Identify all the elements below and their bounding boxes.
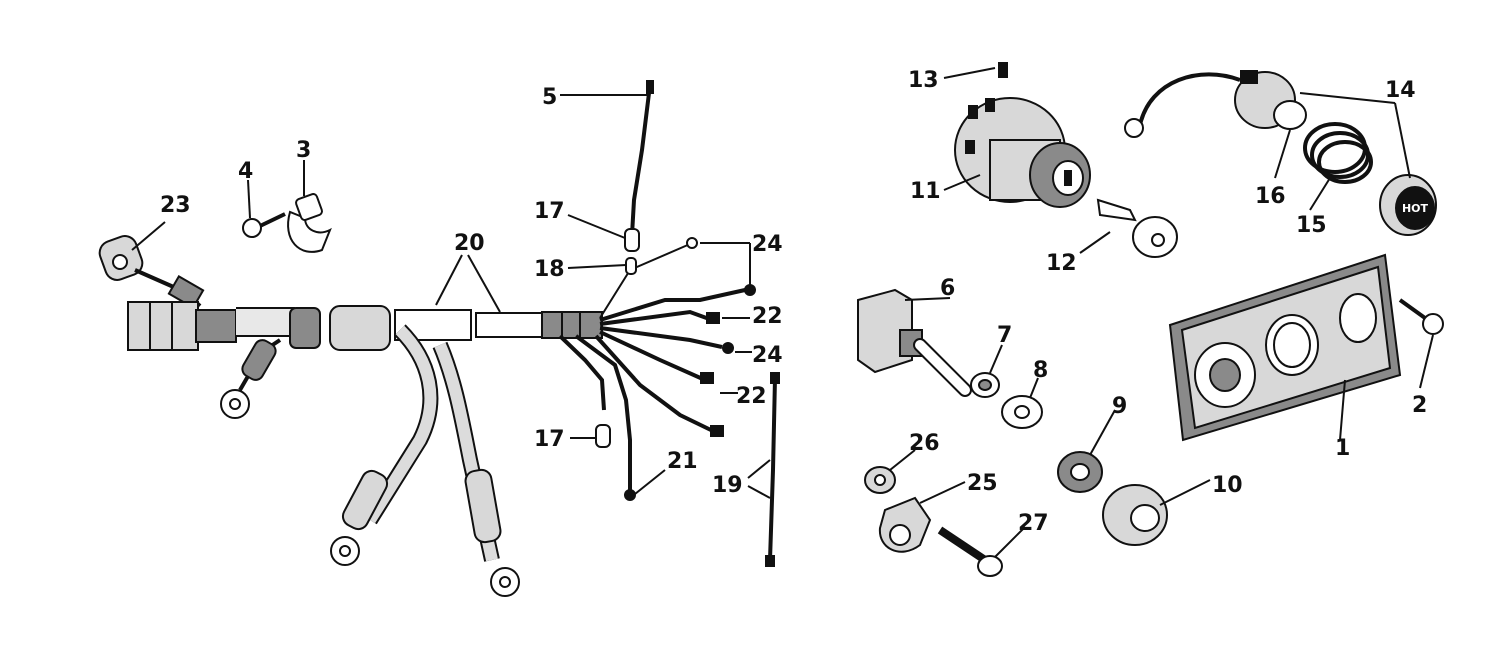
- part-26-nut: [864, 466, 896, 494]
- callout-11: 11: [910, 179, 941, 204]
- part-12-key: [1096, 198, 1178, 258]
- callout-27: 27: [1018, 511, 1049, 536]
- harness-connector-block: [127, 301, 237, 351]
- callout-12: 12: [1046, 251, 1077, 276]
- callout-5: 5: [542, 85, 557, 110]
- part-16-plunger: [1273, 100, 1307, 130]
- part-13-screw: [998, 62, 1008, 78]
- part-17-sleeve-upper: [624, 228, 640, 252]
- part-19-wire: [765, 372, 780, 567]
- callout-17-lower: 17: [534, 427, 565, 452]
- callout-13: 13: [908, 68, 939, 93]
- callout-6: 6: [940, 276, 955, 301]
- callout-17-upper: 17: [534, 199, 565, 224]
- part-2-screw: [1398, 298, 1444, 335]
- part-7-nut: [970, 372, 1000, 398]
- part-23-ring-terminal: [98, 235, 205, 310]
- part-1-panel: [1168, 253, 1402, 442]
- wiring-harness: [98, 80, 780, 597]
- callout-7: 7: [997, 323, 1012, 348]
- callout-3: 3: [296, 138, 311, 163]
- part-11-ignition-switch: [954, 97, 1091, 208]
- part-25-clamp: [878, 496, 932, 553]
- callout-22-upper: 22: [752, 304, 783, 329]
- callout-2: 2: [1412, 393, 1427, 418]
- part-15-spring: [1303, 122, 1373, 184]
- callout-8: 8: [1033, 358, 1048, 383]
- harness-branch-wires: [558, 237, 756, 501]
- callout-22-lower: 22: [736, 384, 767, 409]
- harness-main-tube: [236, 305, 603, 351]
- callout-18: 18: [534, 257, 565, 282]
- hot-knob-cap: HOT: [1379, 174, 1437, 236]
- callout-1: 1: [1335, 436, 1350, 461]
- callout-25: 25: [967, 471, 998, 496]
- callout-19: 19: [712, 473, 743, 498]
- harness-battery-cables: [330, 324, 520, 597]
- part-27-bolt: [937, 526, 1003, 577]
- callout-24-upper: 24: [752, 232, 783, 257]
- callout-numbers: 1 2 3 4 5 6 7 8 9 10 11 12 13 14 15 16 1…: [160, 68, 1427, 536]
- callout-15: 15: [1296, 213, 1327, 238]
- part-3-clamp: [287, 193, 332, 253]
- part-9-nut: [1057, 451, 1103, 493]
- callout-9: 9: [1112, 394, 1127, 419]
- part-10-knob: [1102, 484, 1168, 546]
- callout-20: 20: [454, 231, 485, 256]
- callout-24-lower: 24: [752, 343, 783, 368]
- hot-cap-label: HOT: [1402, 202, 1429, 215]
- part-4-screw: [242, 212, 286, 238]
- part-8-washer: [1001, 395, 1043, 429]
- callout-26: 26: [909, 431, 940, 456]
- harness-pigtail-ring: [220, 338, 282, 419]
- callout-4: 4: [238, 159, 253, 184]
- part-5-wire: [630, 80, 654, 236]
- leader-lines: [131, 67, 1434, 558]
- callout-14: 14: [1385, 78, 1416, 103]
- callout-16: 16: [1255, 184, 1286, 209]
- part-17-sleeve-lower: [595, 424, 611, 448]
- part-14-switch-assembly: [1124, 70, 1296, 138]
- part-18-connector: [625, 257, 637, 275]
- callout-21: 21: [667, 449, 698, 474]
- part-6-toggle-switch: [857, 288, 972, 397]
- callout-10: 10: [1212, 473, 1243, 498]
- callout-23: 23: [160, 193, 191, 218]
